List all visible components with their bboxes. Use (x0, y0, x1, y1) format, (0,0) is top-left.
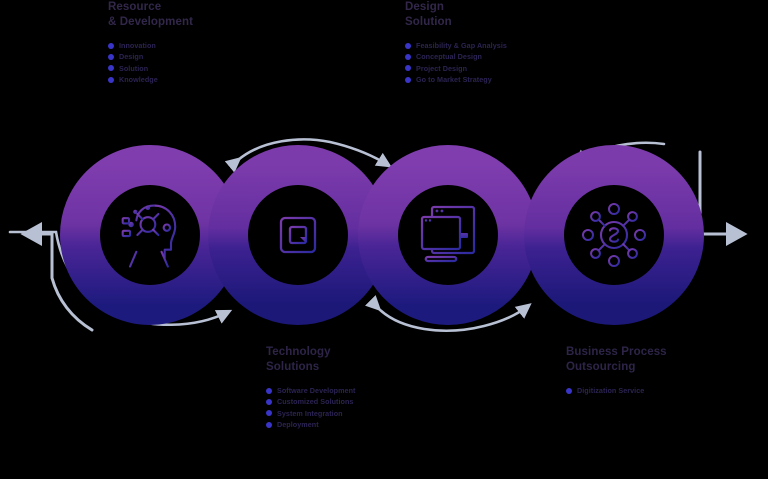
list-item-label: Project Design (416, 63, 468, 73)
list-item: Digitization Service (566, 385, 667, 396)
ai-head-icon (121, 204, 177, 268)
list-item-label: Software Development (277, 386, 356, 395)
section-design-solution: Design Solution Feasibility & Gap Analys… (405, 0, 507, 86)
bullet-list: Software Development Customized Solution… (266, 385, 355, 431)
list-item-label: Customized Solutions (277, 397, 354, 407)
bullet-icon (405, 76, 411, 83)
list-item: Design (108, 51, 193, 62)
list-item-label: Feasibility & Gap Analysis (416, 41, 507, 50)
bullet-icon (405, 54, 411, 60)
ring-3 (358, 145, 538, 325)
list-item-label: Knowledge (119, 75, 158, 85)
section-heading: Design Solution (405, 1, 452, 28)
ring-4 (524, 145, 704, 325)
ring-group (60, 145, 704, 325)
section-heading: Business Process Outsourcing (566, 346, 667, 373)
section-resource-development: Resource & Development Innovation Design… (108, 0, 193, 86)
bullet-list: Digitization Service (566, 385, 667, 396)
bullet-icon (405, 42, 411, 49)
list-item-label: System Integration (277, 408, 343, 418)
bullet-icon (266, 410, 272, 417)
microchip-icon (269, 206, 327, 264)
list-item: Go to Market Strategy (405, 74, 507, 85)
arrow-top-1-to-2 (224, 138, 392, 173)
list-item: Innovation (108, 40, 193, 51)
section-business-process-outsourcing: Business Process Outsourcing Digitizatio… (566, 345, 667, 396)
section-heading: Technology Solutions (266, 346, 331, 373)
list-item-label: Innovation (119, 41, 156, 50)
bullet-list: Feasibility & Gap Analysis Conceptual De… (405, 40, 507, 86)
ring-1 (60, 145, 240, 325)
list-item: Project Design (405, 63, 507, 74)
list-item-label: Deployment (277, 420, 319, 430)
bullet-list: Innovation Design Solution Knowledge (108, 40, 193, 86)
list-item: Conceptual Design (405, 51, 507, 62)
network-hub-icon (582, 203, 646, 267)
bullet-icon (566, 387, 572, 394)
bullet-icon (108, 54, 114, 60)
monitor-document-icon (420, 205, 476, 263)
bullet-icon (266, 399, 272, 405)
list-item: Deployment (266, 419, 355, 430)
list-item-label: Go to Market Strategy (416, 75, 492, 85)
section-heading: Resource & Development (108, 1, 194, 28)
arrow-right-out (698, 150, 748, 246)
bullet-icon (108, 76, 114, 83)
list-item-label: Design (119, 52, 144, 62)
bullet-icon (108, 42, 114, 49)
list-item-label: Solution (119, 63, 149, 73)
list-item: Software Development (266, 385, 355, 396)
ring-2 (208, 145, 388, 325)
bullet-icon (405, 65, 411, 72)
list-item-label: Digitization Service (577, 386, 645, 395)
list-item-label: Conceptual Design (416, 52, 482, 62)
list-item: Customized Solutions (266, 396, 355, 407)
list-item: Feasibility & Gap Analysis (405, 40, 507, 51)
bullet-icon (108, 65, 114, 72)
list-item: Solution (108, 63, 193, 74)
section-technology-solutions: Technology Solutions Software Developmen… (266, 345, 355, 431)
bullet-icon (266, 421, 272, 428)
list-item: Knowledge (108, 74, 193, 85)
list-item: System Integration (266, 408, 355, 419)
arrow-bottom-2-to-3 (364, 294, 532, 332)
bullet-icon (266, 387, 272, 394)
arrow-left-out (20, 222, 94, 332)
